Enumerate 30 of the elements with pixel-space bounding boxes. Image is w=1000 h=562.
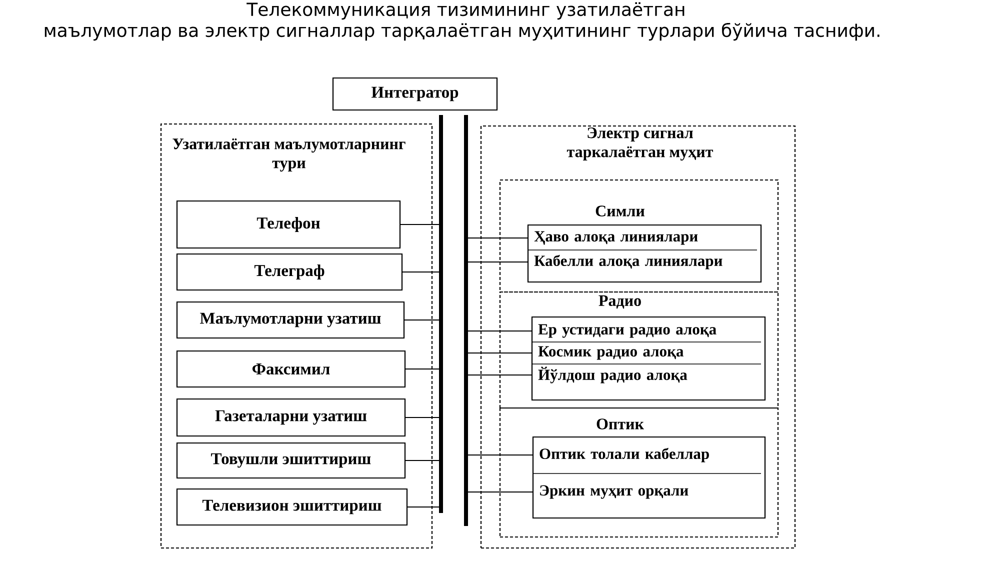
text-box: Телеграф xyxy=(176,253,403,291)
item-label: Кабелли алоқа линиялари xyxy=(534,254,722,270)
list-box xyxy=(531,316,766,401)
connector-line xyxy=(404,460,440,461)
text-box: Товушли эшиттириш xyxy=(176,442,406,479)
connector-line xyxy=(404,368,440,370)
text-box: Телевизион эшиттириш xyxy=(176,488,408,526)
text-box: Газеталарни узатиш xyxy=(176,398,406,437)
item-label: Эркин муҳит орқали xyxy=(540,485,688,499)
connector-line xyxy=(400,224,440,225)
item-label: Космик радио алоқа xyxy=(538,346,684,360)
connector-line xyxy=(468,330,532,332)
connector-line xyxy=(468,374,532,376)
bus-bar xyxy=(464,115,468,526)
item-label: Оптик толали кабеллар xyxy=(540,448,709,462)
text-box: Маълумотларни узатиш xyxy=(176,301,405,339)
text-box: Телефон xyxy=(176,200,401,249)
text-box: Факсимил xyxy=(176,350,406,388)
item-label: Ҳаво алоқа линиялари xyxy=(534,231,698,245)
connector-line xyxy=(406,506,440,508)
connector-line xyxy=(468,352,532,354)
bus-bar xyxy=(439,115,443,513)
item-label: Ер устидаги радио алоқа xyxy=(538,324,716,338)
text-box: Интегратор xyxy=(332,77,498,111)
list-box xyxy=(532,436,766,519)
connector-line xyxy=(404,417,440,418)
connector-line xyxy=(468,454,534,456)
item-label: Йўлдош радио алоқа xyxy=(538,366,688,384)
title: Телекоммуникация тизимининг узатилаётган маълумотлар ва электр сигналлар тарқалаётган муҳитининг турлари бўйича таснифи. xyxy=(44,2,880,41)
list-box xyxy=(527,224,762,283)
